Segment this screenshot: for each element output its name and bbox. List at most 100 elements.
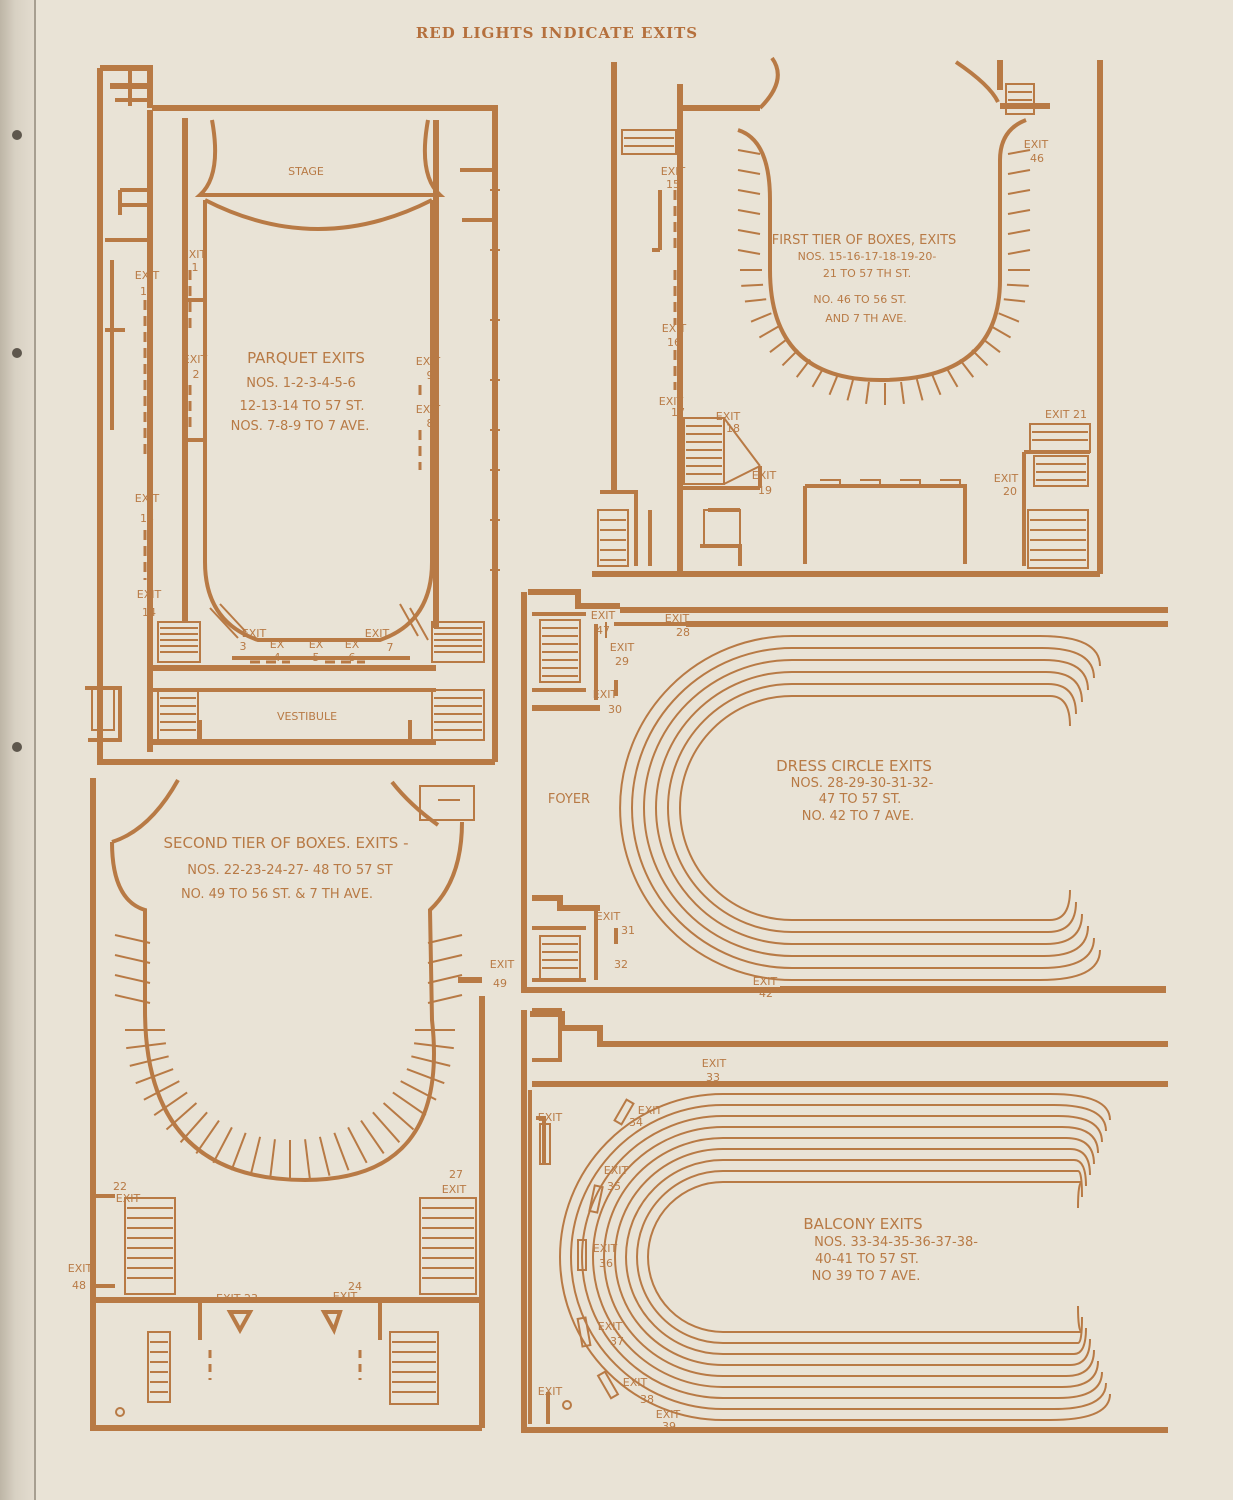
seating-row	[614, 1148, 1070, 1366]
svg-text:EXIT: EXIT	[490, 958, 515, 971]
box-partition	[991, 325, 1012, 339]
svg-text:EXIT: EXIT	[593, 1242, 618, 1255]
box-partition	[212, 1126, 233, 1164]
first-tier-plan: FIRST TIER OF BOXES, EXITS NOS. 15-16-17…	[592, 56, 1103, 577]
svg-text:5: 5	[313, 651, 320, 664]
seating-row-end	[1077, 1170, 1083, 1198]
svg-text:EXIT: EXIT	[416, 403, 441, 416]
svg-text:EXIT: EXIT	[716, 410, 741, 423]
exit-5: EX5	[309, 638, 324, 664]
seating-row	[559, 1093, 1050, 1421]
box-partition	[114, 994, 151, 1004]
svg-text:35: 35	[607, 1180, 621, 1193]
box-partition	[744, 298, 767, 303]
second-tier-title: SECOND TIER OF BOXES. EXITS -	[163, 834, 408, 852]
exit-23: EXIT 23	[216, 1292, 258, 1305]
box-partition	[304, 1139, 311, 1180]
svg-text:9: 9	[427, 369, 434, 382]
box-partition	[135, 1068, 174, 1085]
seating-row-end	[1073, 1159, 1087, 1187]
svg-text:47: 47	[596, 624, 610, 637]
dress-circle-title: DRESS CIRCLE EXITS	[776, 757, 932, 775]
balcony-plan: BALCONY EXITS NOS. 33-34-35-36-37-38- 40…	[521, 1008, 1168, 1433]
box-partition	[318, 1136, 331, 1176]
seating-row-end	[1049, 1393, 1111, 1421]
svg-text:22: 22	[113, 1180, 127, 1193]
first-tier-line-2: 21 TO 57 TH ST.	[823, 267, 911, 280]
box-partition	[427, 954, 463, 964]
svg-text:EXIT: EXIT	[591, 609, 616, 622]
seating-row-end	[1049, 695, 1071, 727]
balcony-line-3: NO 39 TO 7 AVE.	[812, 1269, 921, 1284]
exit-4: EX4	[270, 638, 285, 664]
first-tier-title: FIRST TIER OF BOXES, EXITS	[772, 233, 957, 248]
box-partition	[382, 1102, 415, 1131]
seating-row-end	[1077, 1181, 1083, 1209]
svg-text:EXIT: EXIT	[702, 1057, 727, 1070]
header-title: RED LIGHTS INDICATE EXITS	[416, 24, 698, 42]
svg-text:EXIT: EXIT	[659, 395, 684, 408]
svg-text:EXIT: EXIT	[116, 1192, 141, 1205]
seating-row-end	[1057, 1115, 1103, 1143]
box-partition	[959, 359, 975, 378]
svg-text:6: 6	[349, 651, 356, 664]
box-partition	[143, 1080, 180, 1101]
box-partition	[737, 209, 761, 215]
seating-row	[603, 1137, 1066, 1377]
seating-row-end	[1077, 1316, 1083, 1344]
parquet-plan: STAGE VESTIBULE PARQUET EXITS NOS. 1-2-3…	[85, 65, 500, 765]
box-partition	[915, 378, 924, 401]
box-partition	[400, 1080, 437, 1101]
box-partition	[795, 359, 811, 378]
seating-row	[619, 635, 1040, 981]
box-partition	[333, 1132, 350, 1171]
exit-6: EX6	[345, 638, 360, 664]
seating-row-end	[1039, 949, 1101, 981]
box-partition	[1003, 298, 1026, 303]
balcony-line-1: NOS. 33-34-35-36-37-38-	[814, 1235, 978, 1250]
svg-text:4: 4	[274, 651, 281, 664]
svg-text:15: 15	[666, 178, 680, 191]
box-partition	[971, 349, 989, 367]
seating-row-end	[1061, 1126, 1099, 1154]
svg-text:31: 31	[621, 924, 635, 937]
box-partition	[360, 1119, 385, 1155]
seating-row-end	[1041, 647, 1095, 679]
seating-row-end	[1053, 1104, 1107, 1132]
svg-text:EXIT: EXIT	[333, 1290, 358, 1303]
box-partition	[165, 1102, 198, 1131]
svg-text:EXIT: EXIT	[135, 269, 160, 282]
second-tier-line-2: NO. 49 TO 56 ST. & 7 TH AVE.	[181, 887, 373, 902]
box-partition	[114, 974, 151, 984]
svg-text:EXIT: EXIT	[662, 322, 687, 335]
box-partition	[846, 378, 855, 401]
first-tier-line-3: NO. 46 TO 56 ST.	[813, 293, 906, 306]
balcony-line-2: 40-41 TO 57 ST.	[815, 1252, 919, 1267]
seating-row	[655, 671, 1046, 945]
box-partition	[931, 374, 942, 396]
seating-row	[643, 659, 1044, 957]
dress-circle-line-1: NOS. 28-29-30-31-32-	[791, 776, 934, 791]
svg-text:39: 39	[662, 1420, 676, 1433]
seating-row	[625, 1159, 1074, 1355]
seating-row-end	[1039, 635, 1101, 667]
box-partition	[737, 169, 761, 175]
box-partition	[945, 367, 959, 388]
box-partition	[406, 1068, 445, 1085]
box-partition	[1006, 283, 1029, 287]
box-partition	[737, 149, 761, 155]
parquet-line-3: NOS. 7-8-9 TO 7 AVE.	[231, 419, 370, 434]
stage-label: STAGE	[288, 165, 324, 178]
box-partition	[413, 1042, 454, 1050]
seating-row-end	[1057, 1371, 1103, 1399]
